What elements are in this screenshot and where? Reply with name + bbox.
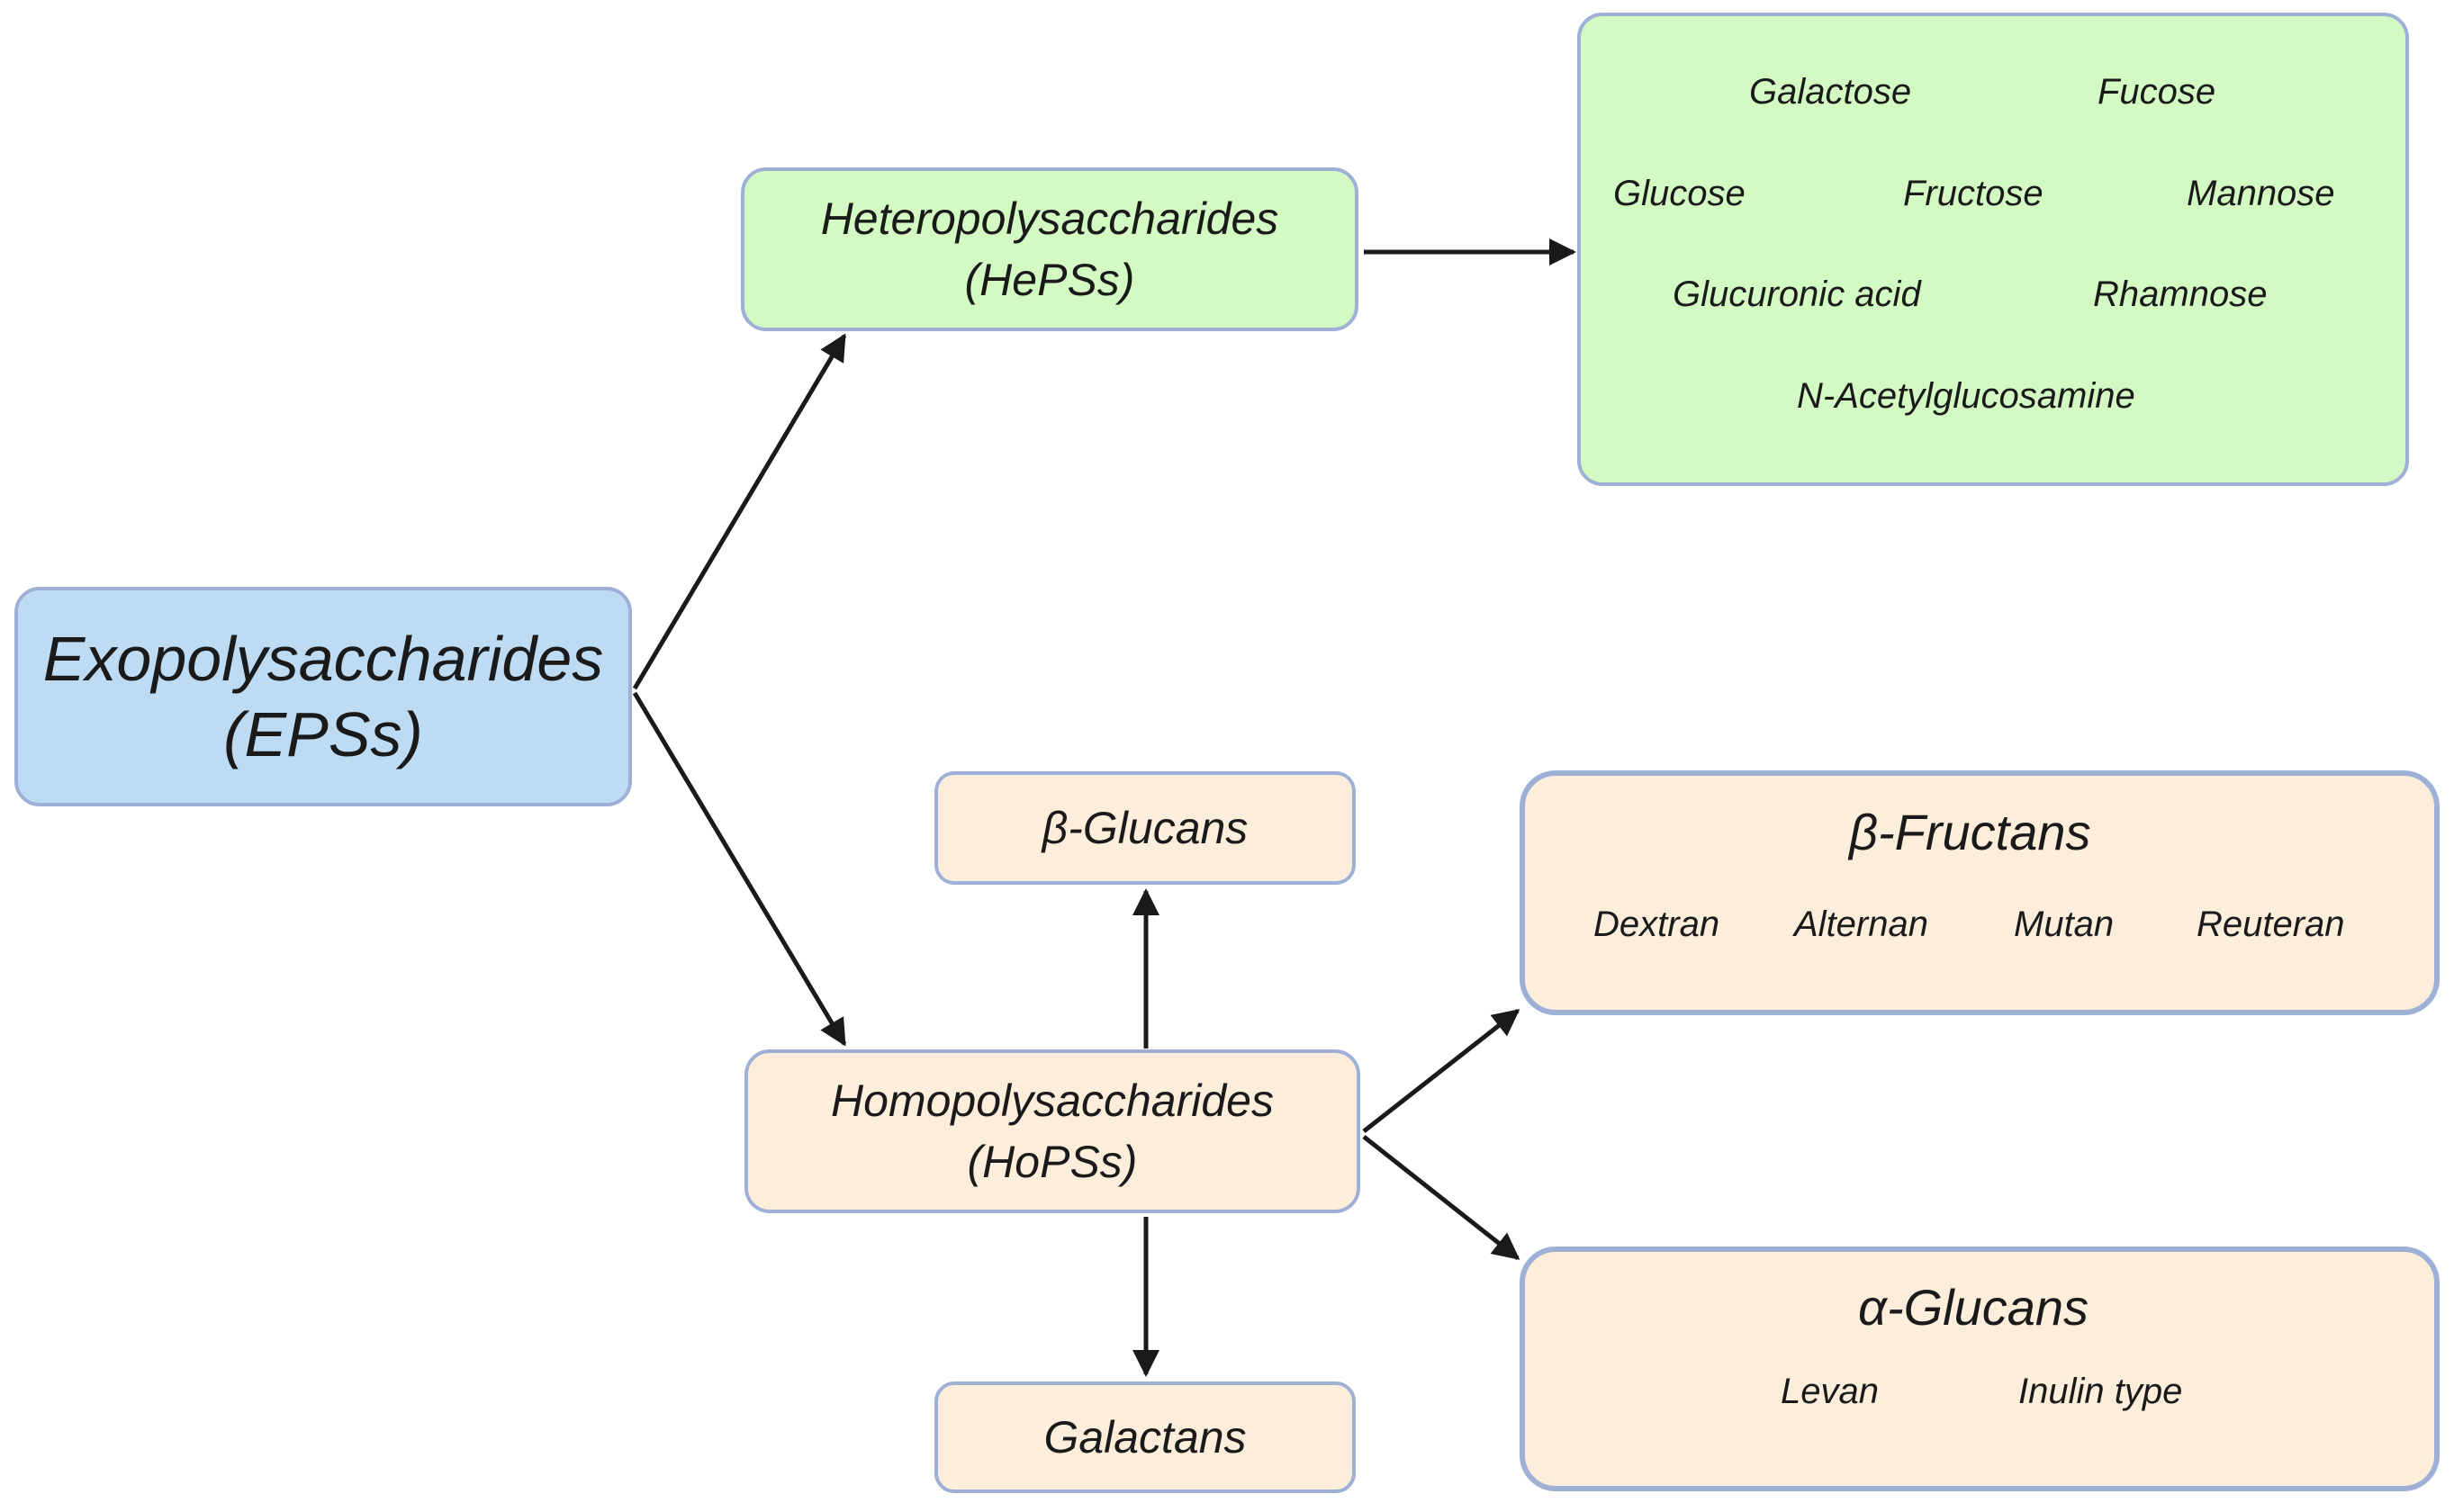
heteropolysaccharides-node: Heteropolysaccharides (HePSs) xyxy=(741,167,1358,331)
component-item: Fucose xyxy=(2098,72,2216,112)
exopolysaccharides-label: Exopolysaccharides xyxy=(42,624,604,694)
exopolysaccharides-node: Exopolysaccharides (EPSs) xyxy=(14,587,632,806)
alpha-glucans-box xyxy=(1520,1246,2440,1491)
beta-glucans-node: β-Glucans xyxy=(934,771,1356,885)
fructan-item: Dextran xyxy=(1593,904,1720,944)
component-item: Fructose xyxy=(1903,174,2043,213)
arrow-eps-to-hopss xyxy=(632,691,847,1047)
galactans-label: Galactans xyxy=(1043,1412,1247,1462)
component-item: Mannose xyxy=(2187,174,2335,213)
alpha-glucan-item: Levan xyxy=(1781,1372,1879,1411)
arrow-hopss-to-alpha-glucans xyxy=(1362,1135,1520,1260)
alpha-glucans-title: α-Glucans xyxy=(1858,1279,2089,1336)
homopolysaccharides-label: Homopolysaccharides xyxy=(831,1076,1274,1126)
homopolysaccharides-node: Homopolysaccharides (HoPSs) xyxy=(744,1049,1360,1213)
fructan-item: Reuteran xyxy=(2197,904,2345,944)
component-item: N-Acetylglucosamine xyxy=(1797,376,2135,416)
beta-fructans-title: β-Fructans xyxy=(1849,804,2091,860)
exopolysaccharides-abbrev: (EPSs) xyxy=(223,699,423,770)
component-item: Rhamnose xyxy=(2093,274,2268,314)
arrow-eps-to-hepss xyxy=(632,333,847,690)
arrow-hopss-to-beta-fructans xyxy=(1362,1009,1520,1133)
galactans-node: Galactans xyxy=(934,1382,1356,1493)
heteropolysaccharides-abbrev: (HePSs) xyxy=(964,255,1135,305)
alpha-glucan-item: Inulin type xyxy=(2018,1372,2183,1411)
heteropolysaccharides-label: Heteropolysaccharides xyxy=(820,194,1279,244)
homopolysaccharides-abbrev: (HoPSs) xyxy=(967,1137,1138,1187)
beta-fructans-box xyxy=(1520,770,2440,1015)
fructan-item: Alternan xyxy=(1794,904,1928,944)
component-item: Galactose xyxy=(1749,72,1912,112)
component-item: Glucose xyxy=(1613,174,1746,213)
component-item: Glucuronic acid xyxy=(1673,274,1921,314)
hetero-components-box xyxy=(1577,13,2409,486)
beta-glucans-label: β-Glucans xyxy=(1042,803,1249,853)
fructan-item: Mutan xyxy=(2014,904,2115,944)
